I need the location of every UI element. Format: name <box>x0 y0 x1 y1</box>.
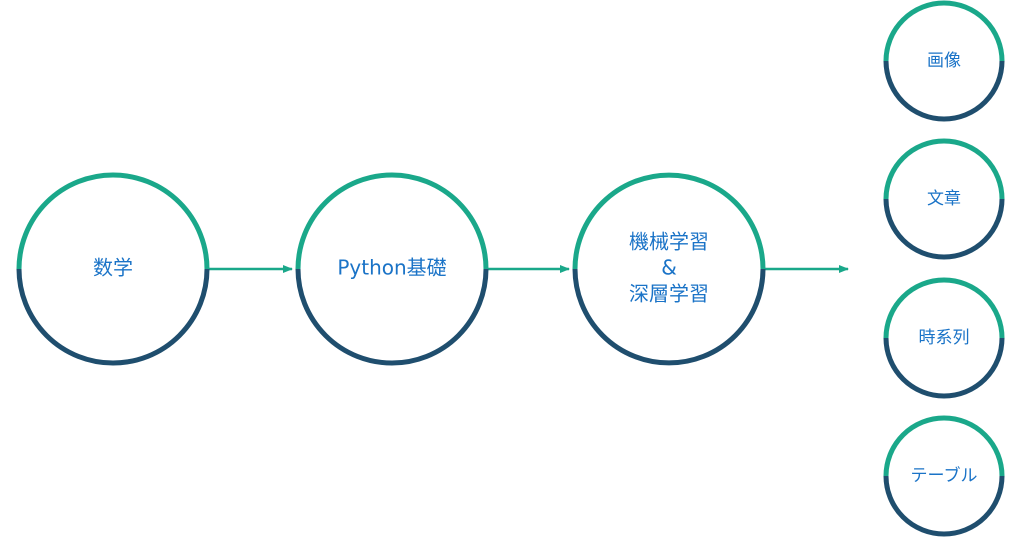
node-image-ring-top <box>883 0 1005 62</box>
node-math-label: 数学 <box>93 256 133 280</box>
node-timeseries-ring-bottom <box>883 337 1005 399</box>
node-table-ring-bottom <box>883 475 1005 537</box>
node-text-ring-bottom <box>883 198 1005 260</box>
node-text-label: 文章 <box>927 189 961 209</box>
node-math-ring-top <box>16 172 210 270</box>
node-table: テーブル <box>883 415 1005 537</box>
node-image: 画像 <box>883 0 1005 122</box>
node-ml-dl-ring-bottom <box>572 268 766 366</box>
node-table-label: テーブル <box>911 465 978 486</box>
node-image-ring-bottom <box>883 60 1005 122</box>
node-math-ring-bottom <box>16 268 210 366</box>
node-ml-dl-ring-top <box>572 172 766 270</box>
node-timeseries-ring-top <box>883 277 1005 339</box>
node-ml-dl: 機械学習 & 深層学習 <box>572 172 766 366</box>
node-python-ring-bottom <box>295 268 489 366</box>
node-math: 数学 <box>16 172 210 366</box>
node-ml-dl-label-line-3: 深層学習 <box>629 282 709 306</box>
node-ml-dl-label-line-1: 機械学習 <box>629 230 709 254</box>
node-python-ring-top <box>295 172 489 270</box>
node-timeseries: 時系列 <box>883 277 1005 399</box>
node-image-label: 画像 <box>927 51 961 71</box>
node-text: 文章 <box>883 138 1005 260</box>
node-python: Python基礎 <box>295 172 489 366</box>
node-text-ring-top <box>883 138 1005 200</box>
node-python-label: Python基礎 <box>337 256 446 280</box>
node-table-ring-top <box>883 415 1005 477</box>
node-ml-dl-label-line-2: & <box>661 256 677 280</box>
node-timeseries-label: 時系列 <box>919 328 970 348</box>
